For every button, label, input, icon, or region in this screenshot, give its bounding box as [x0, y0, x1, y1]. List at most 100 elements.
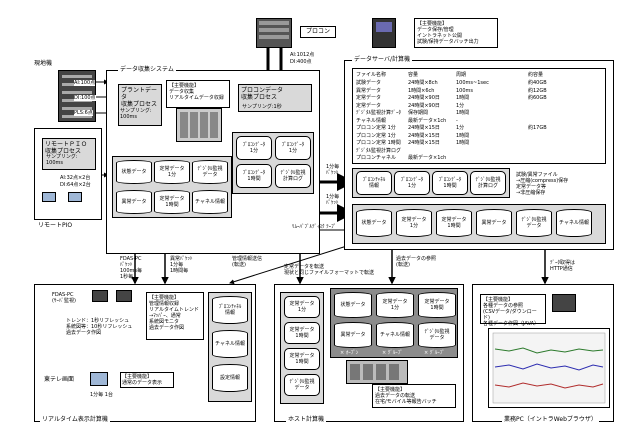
- server-table-cell: -: [456, 117, 458, 124]
- server-table-head: 約容量: [528, 72, 544, 78]
- server-table-cell: 100ms~1sec: [456, 80, 489, 86]
- office-pc-icon: [552, 294, 576, 312]
- server-db: ﾃﾞｼﾞﾀﾙ監視 データ: [516, 209, 552, 237]
- remote-pio-di: DI:64点×2台: [60, 182, 91, 188]
- server-table-cell: プロコン定常 1分: [356, 125, 396, 131]
- field-di: DI:100点: [74, 95, 96, 101]
- link-fixed-transfer: 定常データを転送 現状と同じファイルフォーマットで転送: [284, 264, 375, 276]
- procon-rack-icon: [256, 18, 292, 48]
- server-table-cell: 24時間×15日: [408, 125, 440, 131]
- server-file: ﾌﾟﾛｺﾝﾃﾞｰﾀ 1時間: [432, 171, 468, 195]
- server-table-cell: 1時間: [456, 95, 470, 101]
- server-table-head: 容量: [408, 72, 419, 78]
- server-table-cell: 24時間×90日: [408, 95, 440, 101]
- remote-pio-label: リモートPIO: [38, 222, 73, 229]
- server-file: ﾌﾟﾛｺﾝﾃﾞｰﾀ 1分: [394, 171, 430, 195]
- link-one-min-packet-2: 1分毎 ﾊﾟｹｯﾄ: [326, 194, 340, 206]
- server-table-cell: 24時間×8ch: [408, 80, 438, 86]
- remote-pc-icon-2: [68, 192, 82, 202]
- server-table-cell: 定常データ: [356, 102, 382, 109]
- collect-file: ﾌﾟﾛｺﾝﾃﾞｰﾀ 1分: [275, 136, 311, 160]
- field-title: 現地機: [34, 60, 53, 67]
- server-table-cell: 1時間: [456, 132, 470, 139]
- host-server-icon: [346, 360, 408, 384]
- server-tower-icon: [372, 18, 396, 48]
- server-table-cell: 最新データ×1ch: [408, 117, 447, 124]
- collect-db: 状態データ: [116, 160, 152, 184]
- server-table-cell: 異常データ: [356, 87, 382, 94]
- collect-db: 定常データ 1時間: [154, 190, 190, 214]
- host-db: 定常データ 1分: [376, 292, 414, 318]
- host-file: 定常データ 1時間: [284, 322, 320, 344]
- collect-file: ﾃﾞｼﾞﾀﾙ監視 計算ログ: [275, 164, 311, 188]
- realtime-tokai-note: 1分毎 1台: [90, 392, 113, 398]
- link-http: ﾃﾞｰﾀ取得は HTTP通信: [550, 260, 576, 272]
- realtime-pc-icon-1: [92, 290, 108, 302]
- remote-pio-sample: サンプリング: 100ms: [46, 154, 78, 166]
- link-past-ref: 過去データの参照 (転送): [396, 256, 437, 268]
- procon-ai-count: AI:1012点: [290, 52, 315, 58]
- office-title: 業務PC（イントラWebブラウザ）: [502, 416, 599, 423]
- office-main-func: 【主要機能】 各種データの参照 (CSVデータ/ダウンロード) 各種データ作図（…: [480, 294, 546, 327]
- server-table-head: ファイル名称: [356, 72, 387, 78]
- server-title: データサーバ/計算機: [352, 56, 412, 63]
- realtime-pc-icon-2: [116, 290, 132, 302]
- server-table: [352, 68, 606, 164]
- server-table-cell: チャネル情報: [356, 117, 386, 124]
- server-file: ﾃﾞｼﾞﾀﾙ監視 計算ログ: [470, 171, 506, 195]
- procon-data-sample: サンプリング:1秒: [242, 104, 282, 110]
- host-file: 定常データ 1時間: [284, 348, 320, 370]
- host-db: チャネル情報: [376, 322, 414, 348]
- server-table-cell: 1時間×6ch: [408, 87, 435, 94]
- host-file: 定常データ 1分: [284, 296, 320, 318]
- link-tape: ﾘﾑｰﾊﾞﾌﾞﾙﾃﾞｨｽｸ ﾃｰﾌﾟ: [292, 224, 337, 230]
- server-table-cell: 24時間×15日: [408, 140, 440, 146]
- collect-main-func: 【主要機能】 データ収集 リアルタイムデータ収録: [166, 80, 230, 108]
- host-title: ホスト計算機: [286, 416, 327, 423]
- server-table-cell: プロコンチャネル: [356, 155, 396, 161]
- host-db: 状態データ: [334, 292, 372, 318]
- field-pls: PLS:6点: [74, 110, 93, 116]
- realtime-tokai-label: 東テレ画面: [44, 376, 75, 383]
- remote-pc-icon-1: [42, 192, 56, 202]
- collect-db: ﾃﾞｼﾞﾀﾙ監視 データ: [192, 160, 228, 184]
- realtime-pc-label: FDAS-PC (ｻｰﾊﾞ監視): [52, 292, 76, 304]
- server-table-cell: 1分: [456, 125, 465, 131]
- server-compress-note: 試験/異常ファイル →圧縮(compress)保存 定常データ等 →非圧縮保存: [516, 172, 569, 196]
- server-table-cell: 試験データ: [356, 80, 382, 86]
- host-group-label: × ｸﾞﾙｰﾌﾟ: [424, 350, 445, 356]
- collect-db: チャネル情報: [192, 190, 228, 214]
- server-table-cell: ﾃﾞｼﾞﾀﾙ監視計算ログ: [356, 147, 402, 154]
- remote-pio-process: リモートＰＩＯ 収集プロセス: [42, 138, 96, 170]
- server-table-cell: 保存期間: [408, 110, 429, 116]
- collect-db: 定常データ 1分: [154, 160, 190, 184]
- link-mgmt-info: 管理情報送信 (転送): [232, 256, 263, 268]
- server-table-cell: 1分: [456, 102, 465, 109]
- server-table-cell: 1時間: [456, 140, 470, 146]
- server-table-cell: 約12GB: [528, 87, 547, 94]
- realtime-db: 設定情報: [212, 364, 248, 392]
- server-table-cell: 約17GB: [528, 125, 547, 131]
- server-table-cell: プロコン定常 1時間: [356, 140, 401, 146]
- host-group-label: × ｵｰﾌﾟﾝ: [340, 350, 359, 356]
- server-main-func: 【主要機能】 データ保存/管理 イントラネット公開 試験/保持データバッチ出力: [414, 18, 498, 48]
- collect-db: 異常データ: [116, 190, 152, 214]
- realtime-db: ﾌﾟﾛｺﾝﾁｬﾈﾙ 情報: [212, 296, 248, 324]
- server-table-cell: ﾃﾞｼﾞﾀﾙ監視計算ﾃﾞｰﾀ: [356, 110, 402, 116]
- collect-file: ﾌﾟﾛｺﾝﾃﾞｰﾀ 1分: [236, 136, 272, 160]
- server-db: チャネル情報: [556, 209, 592, 237]
- server-table-cell: 1時間: [456, 110, 470, 116]
- server-db: 状態データ: [356, 209, 392, 237]
- realtime-title: リアルタイム表示計算機: [40, 416, 110, 423]
- office-chart-screen: [488, 328, 610, 408]
- link-fdas-packet: FDAS-PC ﾊﾟｹｯﾄ 100ms毎 1秒毎: [120, 256, 143, 280]
- realtime-main-func: 【主要機能】 管理情報収録 リアルタイムトレンド →ﾏｯﾊﾟｰ、通常 系統図モニ…: [146, 292, 204, 340]
- server-table-cell: 約60GB: [528, 95, 547, 101]
- collect-file: ﾌﾟﾛｺﾝﾃﾞｰﾀ 1時間: [236, 164, 272, 188]
- realtime-db: チャネル情報: [212, 330, 248, 358]
- server-db: 定常データ 1分: [396, 209, 432, 237]
- host-db: ﾃﾞｼﾞﾀﾙ監視 データ: [418, 322, 456, 348]
- procon-data-process: プロコンデータ 収集プロセス: [238, 84, 312, 112]
- server-table-cell: プロコン定常 1分: [356, 132, 396, 139]
